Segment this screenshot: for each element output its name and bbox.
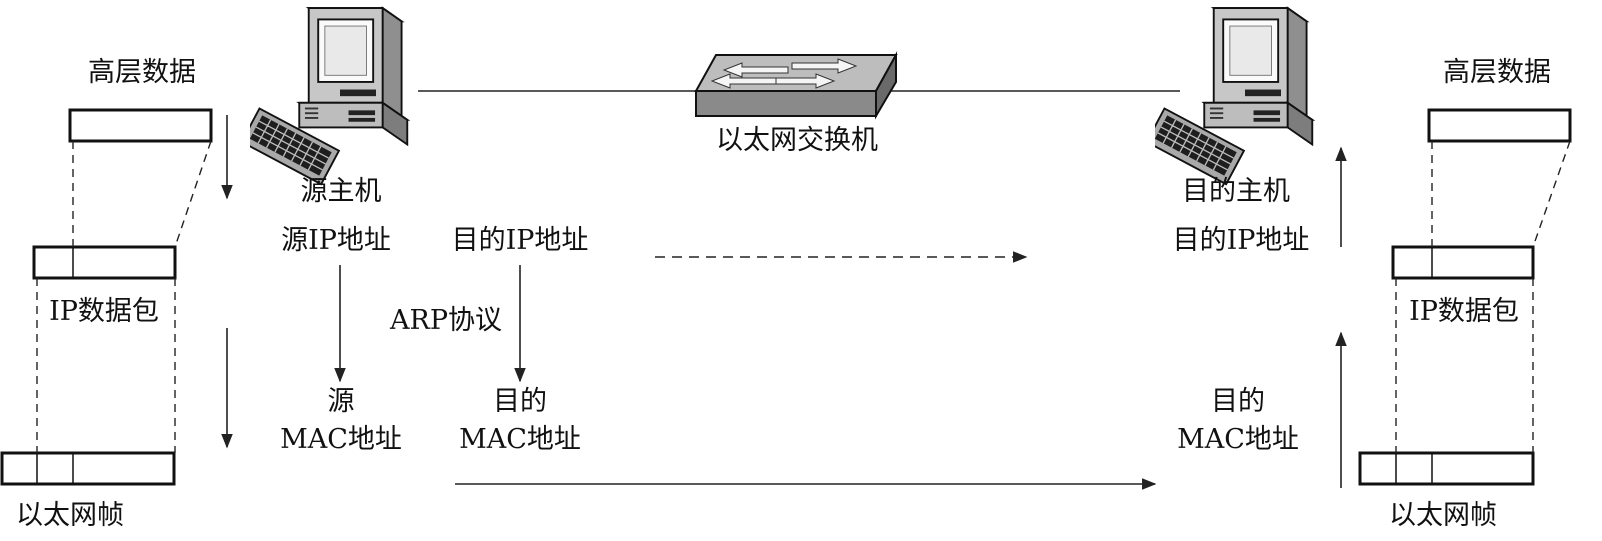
dest-host-mac-label-top: 目的 — [1211, 386, 1265, 417]
ip-packet-box-right — [1391, 245, 1535, 280]
ethernet-frame-label-left: 以太网帧 — [16, 500, 124, 531]
ethernet-frame-label-right: 以太网帧 — [1389, 500, 1497, 531]
ip-packet-label-right: IP数据包 — [1409, 296, 1519, 327]
source-host-label: 源主机 — [300, 176, 382, 207]
ip-packet-box-left — [32, 245, 177, 280]
dest-host-mac-label-bottom: MAC地址 — [1177, 424, 1299, 455]
source-mac-label-bottom: MAC地址 — [280, 424, 402, 455]
dest-host-label: 目的主机 — [1182, 176, 1290, 207]
ethernet-frame-box-left — [0, 451, 176, 486]
encapsulation-guides-left — [36, 140, 212, 453]
encapsulation-guides-right — [1395, 140, 1571, 453]
higher-data-label-left: 高层数据 — [88, 57, 196, 88]
computer-icon — [250, 7, 409, 186]
ethernet-frame-box-right — [1358, 451, 1535, 486]
higher-data-box-left — [68, 108, 213, 143]
dest-mac-label-bottom: MAC地址 — [459, 424, 581, 455]
dest-mac-label-top: 目的 — [493, 386, 547, 417]
higher-data-label-right: 高层数据 — [1443, 57, 1551, 88]
arp-protocol-label: ARP协议 — [390, 305, 502, 336]
dest-ip-label: 目的IP地址 — [451, 225, 589, 256]
source-ip-label: 源IP地址 — [281, 225, 391, 256]
computer-icon — [1155, 7, 1314, 186]
switch-label: 以太网交换机 — [716, 125, 878, 156]
dest-host-ip-label: 目的IP地址 — [1172, 225, 1310, 256]
ip-packet-label-left: IP数据包 — [49, 296, 159, 327]
higher-data-box-right — [1427, 108, 1572, 143]
source-mac-label-top: 源 — [327, 386, 355, 417]
ethernet-switch-icon — [694, 51, 898, 120]
